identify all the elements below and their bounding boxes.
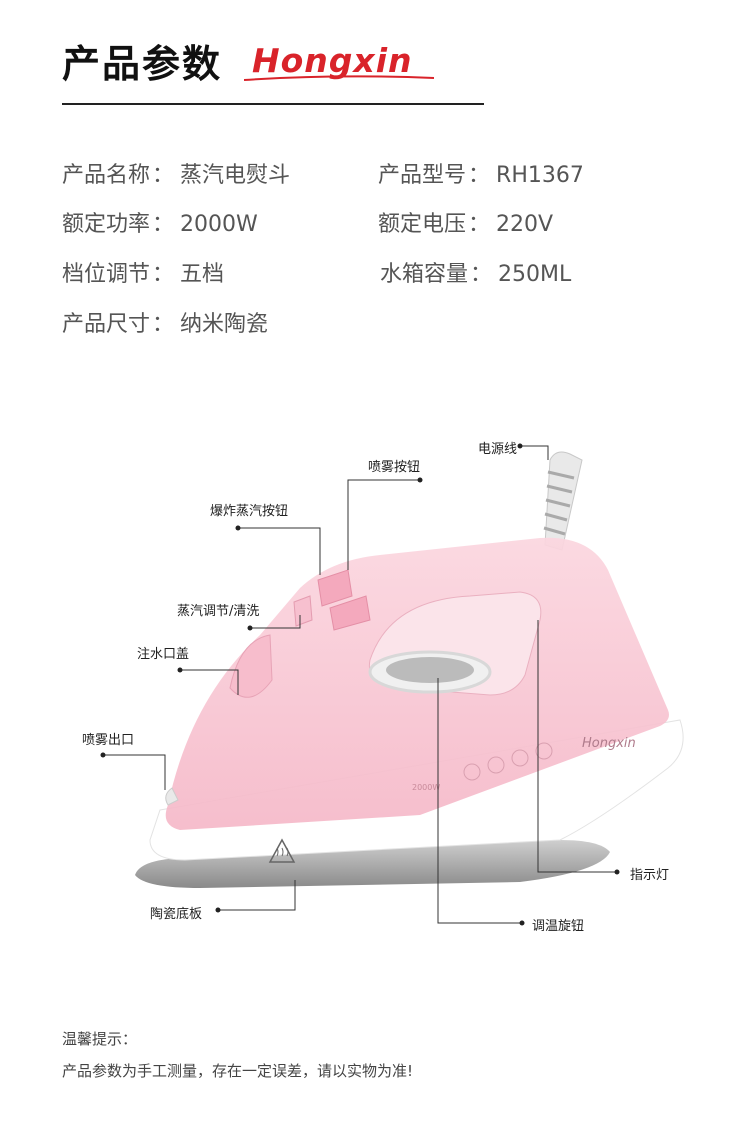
- note-title: 温馨提示：: [62, 1030, 138, 1048]
- spec-label: 产品尺寸: [62, 312, 151, 337]
- spray-nozzle: [165, 787, 179, 806]
- indicator-lights: [463, 742, 553, 781]
- spec-value: RH1367: [496, 163, 584, 188]
- spec-value: 蒸汽电熨斗: [180, 163, 291, 188]
- burst-steam-button: [317, 569, 353, 607]
- page-title: 产品参数: [62, 41, 223, 86]
- spec-value: 250ML: [498, 262, 572, 287]
- spec-label: 档位调节: [62, 262, 151, 287]
- spec-gears: 档位调节：五档: [62, 262, 225, 287]
- brand-logo: Hongxin: [244, 40, 435, 81]
- spec-power: 额定功率：2000W: [62, 212, 258, 237]
- spray-button-shape: [329, 595, 371, 631]
- fill-cap-shape: [229, 634, 273, 698]
- hot-warning-icon: [268, 838, 296, 863]
- label-steam-adjust: 蒸汽调节/清洗: [177, 604, 260, 619]
- label-spray-button: 喷雾按钮: [368, 460, 421, 475]
- spec-size: 产品尺寸：纳米陶瓷: [62, 312, 269, 337]
- spec-label: 额定功率: [62, 212, 151, 237]
- callout-leaders: [103, 445, 617, 924]
- spec-tank: 水箱容量：250ML: [380, 262, 572, 287]
- spec-value: 2000W: [180, 212, 258, 237]
- spec-value: 五档: [180, 262, 225, 287]
- spec-product-name: 产品名称：蒸汽电熨斗: [62, 163, 291, 188]
- note-body: 产品参数为手工测量，存在一定误差，请以实物为准!: [62, 1062, 414, 1080]
- label-temp-dial: 调温旋钮: [532, 919, 585, 934]
- soleplate-shape: [135, 840, 610, 888]
- spec-model: 产品型号：RH1367: [378, 163, 584, 188]
- spec-label: 产品型号: [378, 163, 467, 188]
- spec-label: 水箱容量: [380, 262, 469, 287]
- steam-iron-illustration: 2000W Hongxin: [100, 443, 684, 926]
- spec-voltage: 额定电压：220V: [378, 212, 554, 237]
- label-power-cord: 电源线: [478, 442, 518, 457]
- label-fill-cap: 注水口盖: [137, 647, 190, 662]
- spec-value: 纳米陶瓷: [180, 312, 269, 337]
- label-burst-button: 爆炸蒸汽按钮: [210, 504, 289, 519]
- power-mark: 2000W: [412, 783, 440, 792]
- steam-knob: [293, 595, 313, 627]
- callout-dots: [100, 443, 620, 926]
- header-divider: [62, 103, 484, 105]
- label-spray-outlet: 喷雾出口: [82, 733, 135, 748]
- label-soleplate: 陶瓷底板: [150, 907, 203, 922]
- spec-label: 产品名称: [62, 163, 151, 188]
- brand-swoosh-icon: [244, 74, 435, 81]
- header: 产品参数 Hongxin: [62, 30, 435, 90]
- brand-name: Hongxin: [252, 40, 413, 80]
- temperature-dial: [368, 650, 492, 694]
- body-brand: Hongxin: [582, 736, 636, 751]
- spec-value: 220V: [496, 212, 554, 237]
- spec-label: 额定电压: [378, 212, 467, 237]
- power-cord: [543, 451, 583, 551]
- label-indicator: 指示灯: [630, 868, 670, 883]
